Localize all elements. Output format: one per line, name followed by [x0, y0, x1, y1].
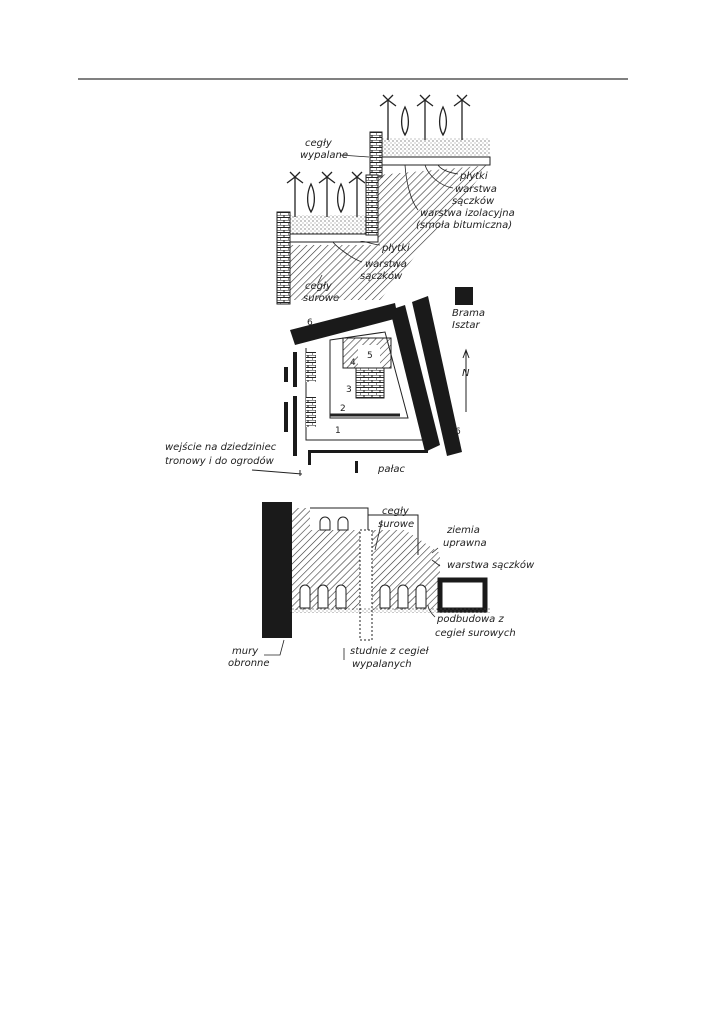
label-drain-upper: warstwa: [455, 184, 497, 195]
label-entrance: wejście na dziedziniec: [165, 441, 277, 453]
label-wall-6b: 6: [455, 427, 461, 437]
label-tiles-upper: płytki: [459, 171, 488, 182]
label-entrance-2: tronowy i do ogrodów: [165, 455, 275, 467]
label-raw-bricks: cegły: [305, 281, 333, 292]
label-num-3: 3: [346, 385, 352, 395]
label-num-1: 1: [335, 426, 341, 436]
label-soil-2: uprawna: [443, 538, 487, 549]
label-tiles-lower: płytki: [381, 243, 410, 254]
label-drain-lower: warstwa: [365, 259, 407, 270]
label-drain-section: warstwa sączków: [447, 559, 535, 571]
site-plan: Brama Isztar N 6 6 1 2 3 4 5 wejście na …: [165, 287, 485, 476]
label-palace: pałac: [377, 464, 405, 475]
north-arrow-icon: [462, 348, 470, 412]
label-ishtar-gate: Brama: [452, 308, 485, 319]
palm-tree-icons: [286, 94, 471, 217]
label-insulation-2: (smoła bitumiczna): [416, 220, 512, 231]
label-num-4: 4: [350, 358, 356, 368]
label-foundation-2: cegieł surowych: [435, 628, 516, 639]
label-num-2: 2: [340, 404, 346, 414]
label-raw-bricks-2: surowe: [303, 293, 339, 304]
label-foundation: podbudowa z: [436, 614, 504, 625]
label-fired-bricks: cegły: [305, 138, 333, 149]
label-drain-upper-2: sączków: [452, 195, 495, 207]
label-defensive-walls-2: obronne: [228, 658, 270, 669]
label-num-5: 5: [367, 351, 373, 361]
label-raw-bricks-section-2: surowe: [378, 519, 414, 530]
terrace-cross-section: cegły wypalane płytki warstwa sączków wa…: [276, 94, 515, 305]
label-wells: studnie z cegieł: [350, 646, 430, 657]
label-wall-6a: 6: [307, 318, 313, 328]
label-fired-bricks-2: wypalane: [300, 150, 348, 161]
label-north: N: [462, 368, 470, 379]
garden-section: cegły surowe ziemia uprawna warstwa sącz…: [228, 502, 535, 670]
label-drain-lower-2: sączków: [360, 270, 403, 282]
label-wells-2: wypalanych: [352, 659, 412, 670]
label-defensive-walls: mury: [232, 646, 259, 657]
label-insulation: warstwa izolacyjna: [420, 208, 515, 219]
label-ishtar-gate-2: Isztar: [452, 320, 480, 331]
label-raw-bricks-section: cegły: [382, 506, 410, 517]
label-soil: ziemia: [446, 525, 480, 536]
